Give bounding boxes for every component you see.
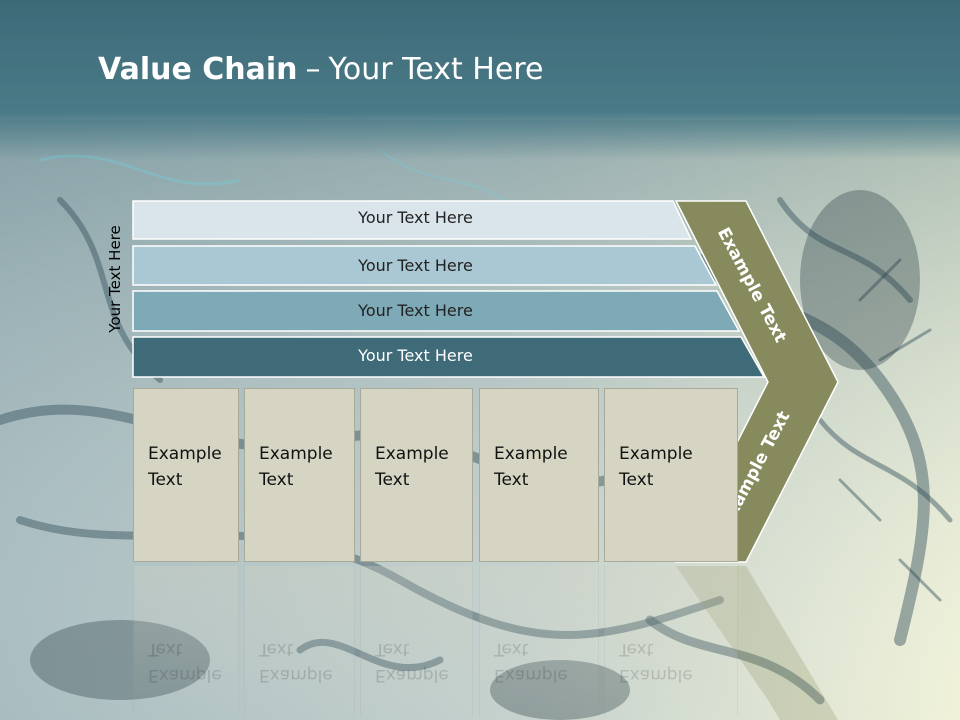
bar-label-4: Your Text Here: [358, 346, 473, 365]
reflection-text: Example Text: [375, 636, 449, 688]
title-rest: Your Text Here: [328, 52, 544, 87]
reflection-text: Example Text: [494, 636, 568, 688]
box-reflection-1: Example Text: [133, 566, 239, 716]
box-line2: Text: [259, 470, 294, 490]
bar-label-1: Your Text Here: [358, 208, 473, 227]
reflection-text: Example Text: [148, 636, 222, 688]
box-line2: Text: [494, 470, 529, 490]
box-line1: Example: [375, 665, 449, 685]
box-line1: Example: [619, 665, 693, 685]
box-line1: Example: [375, 444, 449, 464]
box-line1: Example: [619, 444, 693, 464]
box-reflection-5: Example Text: [604, 566, 738, 716]
box-line2: Text: [148, 639, 183, 659]
box-line2: Text: [619, 639, 654, 659]
box-line1: Example: [259, 444, 333, 464]
box-line2: Text: [619, 470, 654, 490]
box-line1: Example: [494, 444, 568, 464]
slide-title: Value Chain–Your Text Here: [98, 52, 543, 96]
box-line2: Text: [375, 639, 410, 659]
box-line2: Text: [148, 470, 183, 490]
box-line1: Example: [148, 444, 222, 464]
box-line1: Example: [148, 665, 222, 685]
bar-shape-4: [132, 336, 766, 378]
bar-label-3: Your Text Here: [358, 301, 473, 320]
box-reflection-2: Example Text: [244, 566, 355, 716]
box-line1: Example: [494, 665, 568, 685]
box-line2: Text: [259, 639, 294, 659]
box-reflection-3: Example Text: [360, 566, 473, 716]
box-line1: Example: [259, 665, 333, 685]
title-banner: [0, 0, 960, 160]
reflection-text: Example Text: [619, 636, 693, 688]
title-bold: Value Chain: [98, 52, 298, 87]
box-reflection-4: Example Text: [479, 566, 599, 716]
chevron-reflection: [676, 566, 838, 720]
bar-shape-3: [132, 290, 741, 332]
bar-shape-1: [132, 200, 693, 240]
box-line2: Text: [375, 470, 410, 490]
reflection-text: Example Text: [259, 636, 333, 688]
title-separator: –: [305, 52, 321, 87]
box-line2: Text: [494, 639, 529, 659]
bar-shape-2: [132, 245, 718, 286]
chevron-arrow: [674, 200, 839, 563]
bar-label-2: Your Text Here: [358, 256, 473, 275]
